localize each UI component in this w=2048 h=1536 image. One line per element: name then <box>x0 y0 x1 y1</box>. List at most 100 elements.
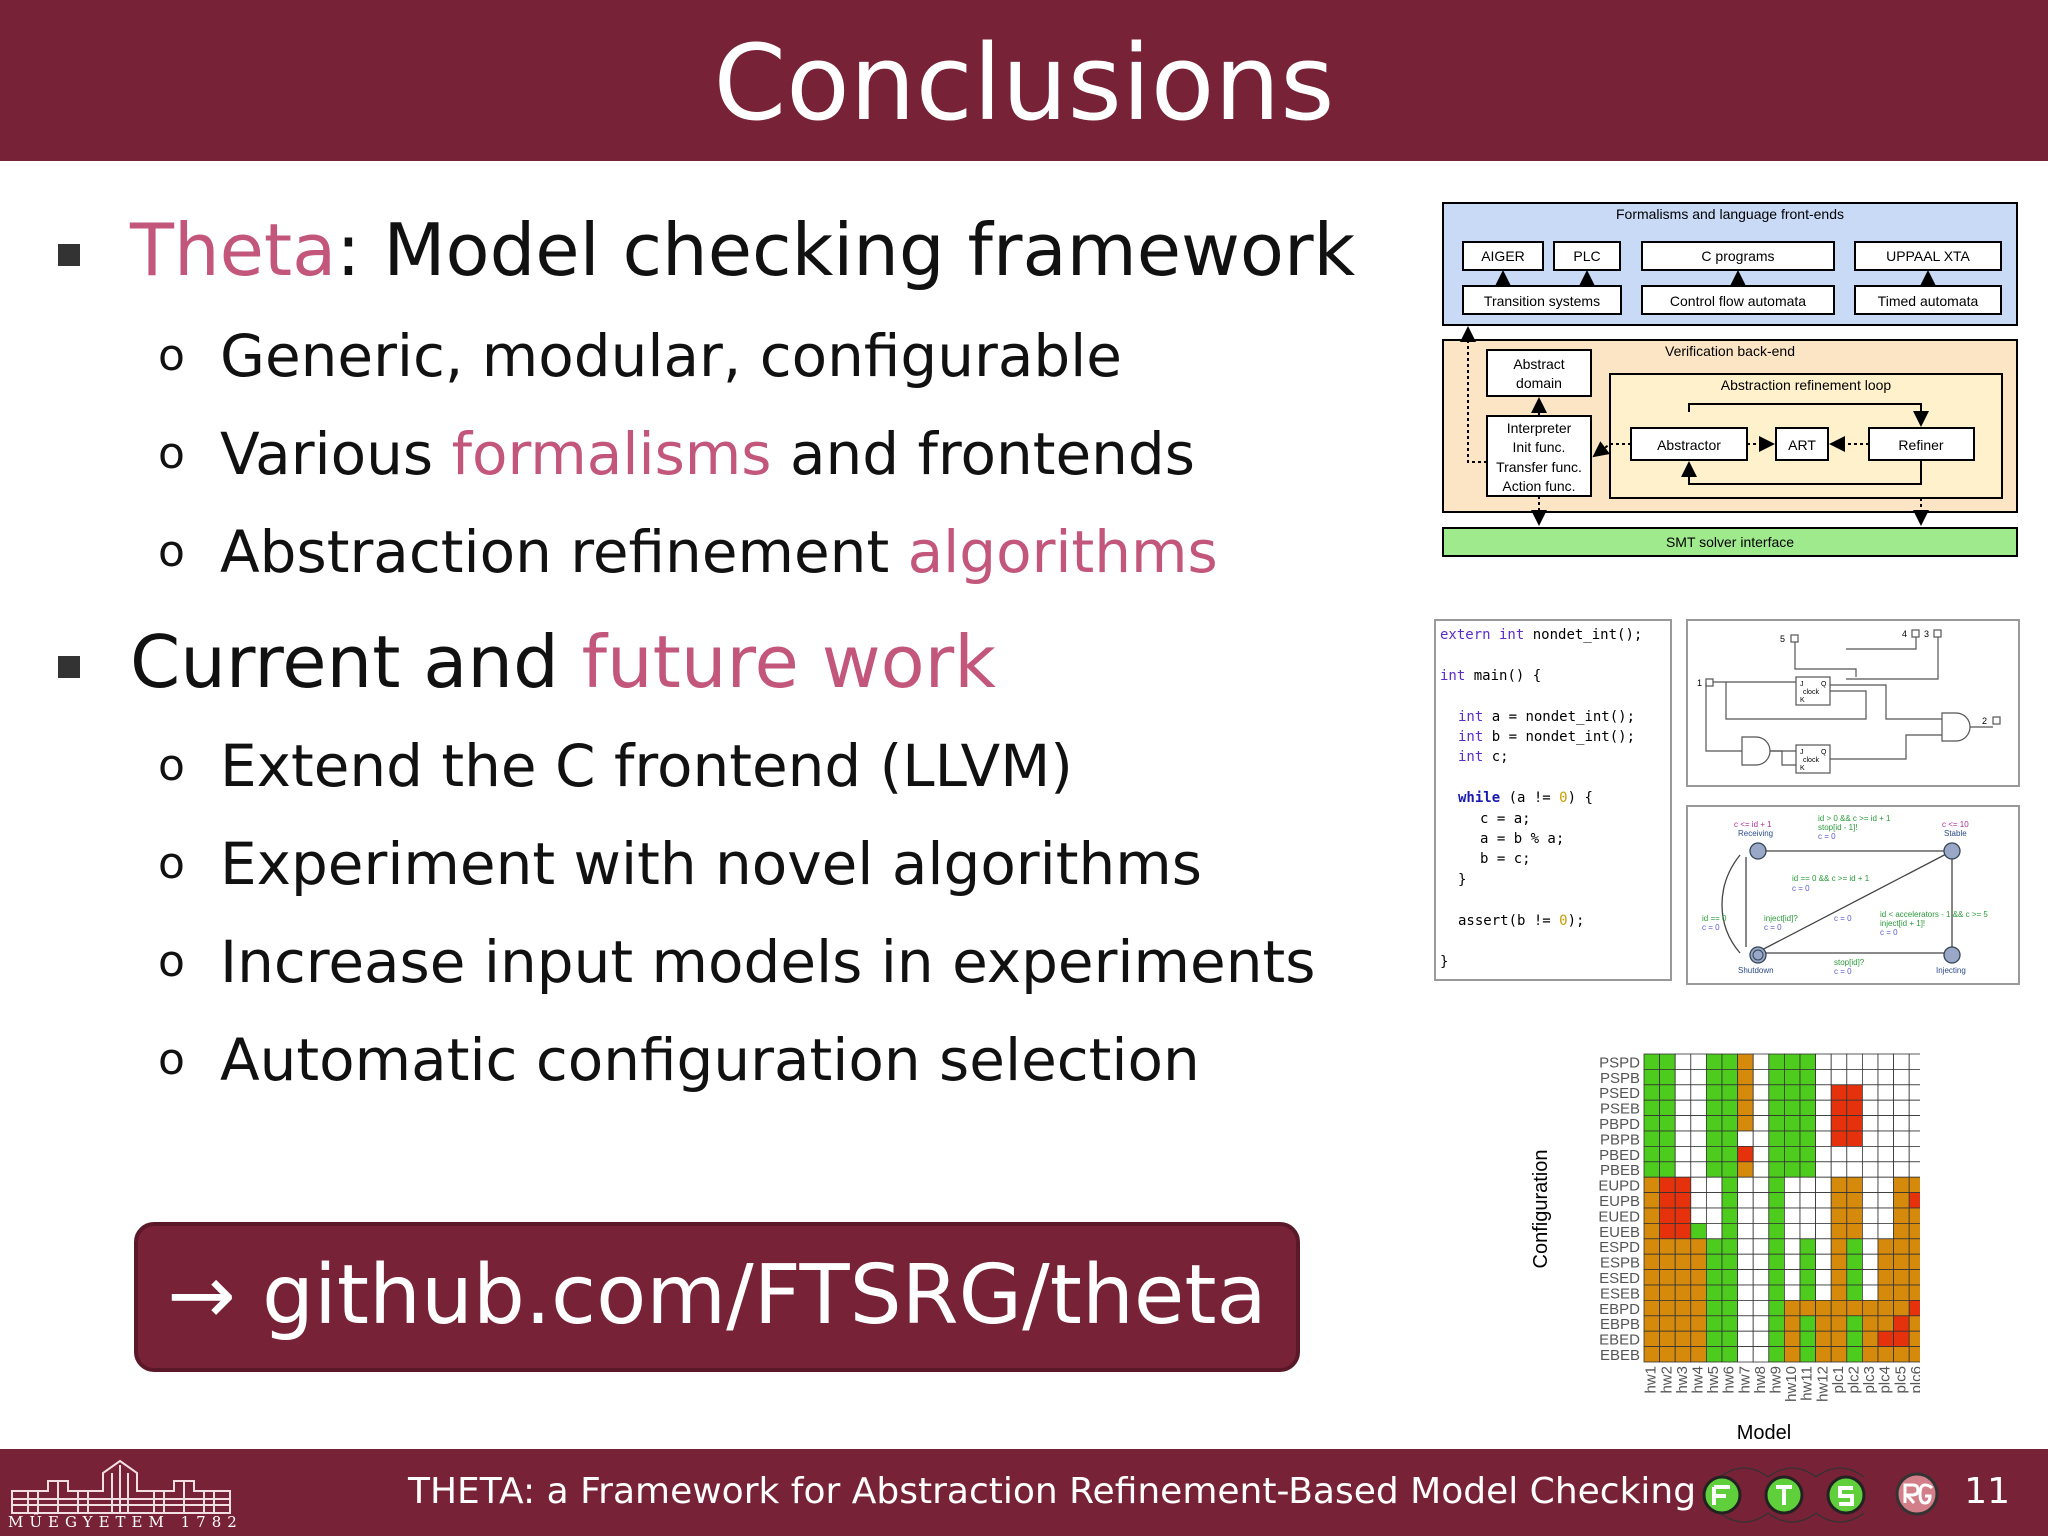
heatmap-cell <box>1893 1161 1910 1178</box>
heatmap-cell <box>1737 1130 1754 1147</box>
heatmap-cell <box>1690 1346 1707 1363</box>
heatmap-cell <box>1893 1315 1910 1332</box>
heatmap-cell <box>1783 1222 1801 1240</box>
heatmap-cell <box>1908 1222 1920 1240</box>
heatmap-cell <box>1893 1192 1910 1209</box>
heatmap-cell <box>1643 1099 1661 1117</box>
heatmap-cell <box>1877 1146 1895 1163</box>
heatmap-cell <box>1690 1284 1707 1301</box>
heatmap-cell <box>1768 1253 1785 1270</box>
heatmap-cell <box>1737 1115 1754 1132</box>
heatmap-cell <box>1768 1222 1785 1240</box>
sub-bullet-text: Automatic configuration selection <box>220 1026 1200 1094</box>
heatmap-cell <box>1893 1053 1910 1070</box>
heatmap-cell <box>1768 1099 1785 1117</box>
heatmap-cell <box>1846 1099 1863 1117</box>
heatmap-cell <box>1830 1330 1848 1348</box>
heatmap-cell <box>1799 1207 1817 1224</box>
heatmap-cell <box>1768 1207 1785 1224</box>
heatmap-cell <box>1877 1284 1895 1301</box>
heatmap-cell <box>1659 1161 1676 1178</box>
plc-box: PLC <box>1573 248 1600 264</box>
edge-update: c = 0 <box>1792 884 1810 893</box>
heatmap-cell <box>1830 1146 1848 1163</box>
heatmap-cell <box>1705 1176 1723 1193</box>
heatmap-x-tick-label: hw5 <box>1705 1366 1722 1394</box>
heatmap-x-tick-label: plc2 <box>1846 1366 1863 1394</box>
heatmap-cell <box>1705 1084 1723 1101</box>
footer-title: THETA: a Framework for Abstraction Refin… <box>408 1471 1697 1512</box>
title-bar: Conclusions <box>0 0 2048 161</box>
heatmap-cell <box>1893 1176 1910 1193</box>
heatmap-cell <box>1752 1269 1770 1286</box>
heatmap-x-tick-label: hw12 <box>1814 1366 1831 1402</box>
heatmap-cell <box>1861 1176 1879 1193</box>
node-1: 1 <box>1697 678 1702 688</box>
heatmap-cell <box>1674 1115 1692 1132</box>
heatmap-cell <box>1659 1084 1676 1101</box>
square-bullet-icon <box>58 656 80 678</box>
heatmap-cell <box>1908 1299 1920 1317</box>
heatmap-cell <box>1737 1084 1754 1101</box>
heatmap-y-tick-label: PSPB <box>1600 1070 1640 1087</box>
github-link[interactable]: → github.com/FTSRG/theta <box>134 1222 1300 1372</box>
heatmap-cell <box>1721 1053 1739 1070</box>
heatmap-cell <box>1659 1068 1676 1086</box>
heatmap-cell <box>1721 1146 1739 1163</box>
heatmap-cell <box>1893 1330 1910 1348</box>
heatmap-cell <box>1815 1207 1832 1224</box>
sub-bullet-text: Various <box>220 420 452 488</box>
heatmap-cell <box>1815 1253 1832 1270</box>
heatmap-y-tick-label: PBPB <box>1600 1131 1640 1148</box>
heatmap-cell <box>1815 1176 1832 1193</box>
heatmap-x-tick-label: plc1 <box>1830 1366 1847 1394</box>
edge-sync: stop[id - 1]! <box>1818 823 1858 832</box>
heatmap-cell <box>1877 1161 1895 1178</box>
heatmap-cell <box>1908 1161 1920 1178</box>
heatmap-cell <box>1908 1176 1920 1193</box>
heatmap-cell <box>1643 1253 1661 1270</box>
heatmap-cell <box>1799 1084 1817 1101</box>
heatmap-cell <box>1752 1099 1770 1117</box>
loop-title: Abstraction refinement loop <box>1721 377 1892 393</box>
heatmap-cell <box>1659 1053 1676 1070</box>
heatmap-cell <box>1783 1284 1801 1301</box>
heatmap-cell <box>1705 1068 1723 1086</box>
heatmap-y-tick-label: ESEB <box>1600 1285 1640 1302</box>
edge-sync: inject[id + 1]! <box>1880 919 1925 928</box>
heatmap-cell <box>1643 1161 1661 1178</box>
heatmap-cell <box>1799 1068 1817 1086</box>
heatmap-x-tick-label: hw1 <box>1643 1366 1660 1394</box>
heatmap-cell <box>1721 1253 1739 1270</box>
heatmap-cell <box>1643 1146 1661 1163</box>
heatmap-cell <box>1659 1192 1676 1209</box>
heatmap-x-tick-label: hw4 <box>1690 1366 1707 1394</box>
heatmap-cell <box>1893 1115 1910 1132</box>
heatmap-cell <box>1768 1084 1785 1101</box>
heatmap-cell <box>1752 1146 1770 1163</box>
heatmap-cell <box>1846 1130 1863 1147</box>
heatmap-cell <box>1737 1238 1754 1255</box>
heatmap-cell <box>1815 1315 1832 1332</box>
heatmap-cell <box>1877 1176 1895 1193</box>
code-line-9: b = c; <box>1480 851 1531 867</box>
heatmap-cell <box>1861 1099 1879 1117</box>
heatmap-cell <box>1893 1269 1910 1286</box>
edge-sync: inject[id]? <box>1764 914 1798 923</box>
heatmap-x-tick-label: hw3 <box>1674 1366 1691 1394</box>
heatmap-cell <box>1815 1222 1832 1240</box>
heatmap-cell <box>1705 1130 1723 1147</box>
heatmap-cell <box>1799 1053 1817 1070</box>
heatmap-y-tick-label: PSED <box>1599 1085 1640 1102</box>
slide-title: Conclusions <box>713 22 1335 144</box>
code-line-6-end: ) { <box>1568 790 1593 806</box>
heatmap-x-tick-label: hw11 <box>1799 1366 1816 1401</box>
state-label: Stable <box>1944 829 1967 838</box>
heatmap-cell <box>1659 1346 1676 1363</box>
heatmap-cell <box>1737 1053 1754 1070</box>
heatmap-cell <box>1815 1269 1832 1286</box>
code-line-11: assert(b != <box>1458 913 1559 929</box>
heatmap-cell <box>1674 1130 1692 1147</box>
node-3: 3 <box>1924 629 1929 639</box>
